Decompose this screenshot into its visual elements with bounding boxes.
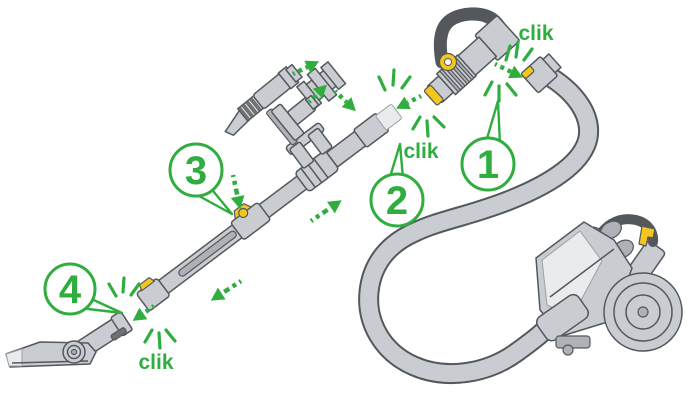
- clik-label-step2: clik: [403, 140, 438, 163]
- click-burst-wand-upper: [377, 68, 412, 92]
- cyclone-canister-illustration: [535, 214, 683, 356]
- floor-tool-illustration: [5, 311, 133, 368]
- arrow-wand-to-floor-tool-2: [132, 304, 156, 321]
- step-callout-2: 2: [369, 142, 425, 228]
- click-burst-floor-upper: [107, 276, 141, 298]
- arrow-wand-to-floor-tool-1: [210, 279, 243, 301]
- clik-label-step1: clik: [518, 22, 553, 45]
- step-number-2: 2: [386, 179, 408, 223]
- arrow-handle-to-hose: [494, 61, 523, 79]
- arrow-crevice-to-adaptor: [292, 60, 320, 77]
- canister-latch-yellow: [638, 225, 656, 247]
- arrow-step3-latch: [230, 174, 245, 210]
- flexible-hose-illustration: [358, 67, 600, 385]
- upholstery-tool-illustration: [266, 94, 320, 146]
- hose-inlet: [535, 293, 589, 342]
- step-number-1: 1: [477, 143, 499, 187]
- step-callout-4: 4: [43, 262, 124, 316]
- extension-wand-illustration: [136, 104, 402, 311]
- tool-caddy: [285, 122, 333, 169]
- crevice-brush-tool-illustration: [224, 63, 303, 137]
- clik-label-step4: clik: [138, 351, 173, 374]
- click-burst-wand-lower: [411, 115, 446, 138]
- arrow-adaptor-to-wand: [333, 89, 356, 112]
- click-burst-hose-lower: [483, 80, 518, 103]
- hose-end-connector-illustration: [521, 53, 562, 93]
- click-burst-hose-upper: [504, 40, 534, 62]
- step-callout-3: 3: [168, 142, 234, 216]
- wand-bottom-tab-yellow: [138, 276, 155, 292]
- arrow-along-wand: [309, 200, 342, 223]
- step-callout-1: 1: [460, 99, 516, 192]
- step-number-3: 3: [185, 149, 207, 193]
- step-number-4: 4: [59, 268, 82, 312]
- arrow-handle-to-wand: [396, 93, 423, 110]
- carry-handle-illustration: [423, 7, 520, 106]
- click-burst-floor-lower: [143, 328, 177, 350]
